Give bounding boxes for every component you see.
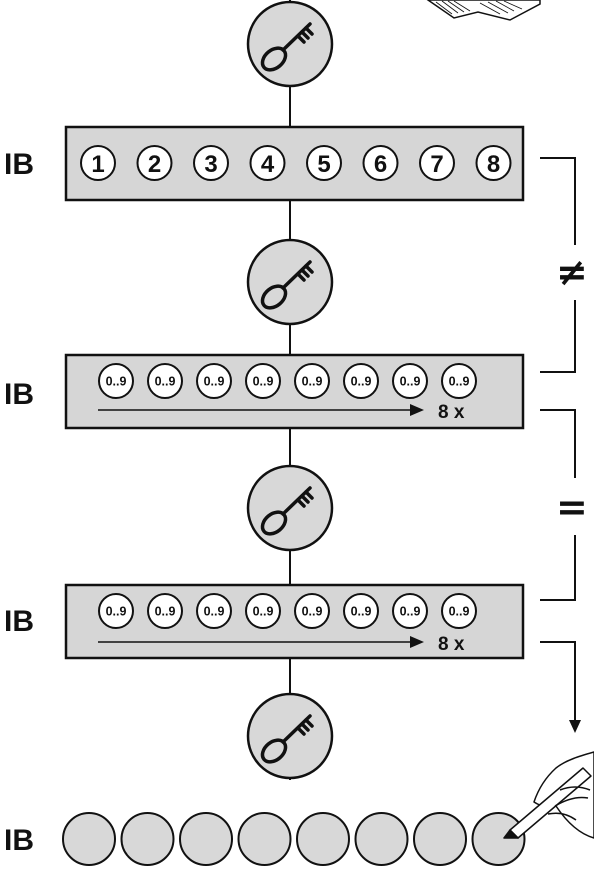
- digit-range-circle: [441, 593, 477, 629]
- digit-range-label: 0..9: [155, 375, 176, 389]
- digit-range-circle: [392, 363, 428, 399]
- digit-position-label: 7: [430, 151, 443, 178]
- digit-range-label: 0..9: [106, 375, 127, 389]
- ib-label: IB: [4, 148, 34, 181]
- digit-position-label: 3: [204, 151, 217, 178]
- digit-position-circle: [136, 145, 173, 181]
- equal-sign: =: [556, 485, 588, 529]
- digit-range-circle: [98, 593, 134, 629]
- empty-code-circle: [120, 812, 175, 866]
- empty-code-circle: [296, 812, 350, 866]
- ib-label: IB: [4, 824, 34, 857]
- key-icon: [246, 464, 334, 552]
- digit-position-label: 8: [487, 151, 500, 178]
- digit-range-circle: [343, 593, 379, 629]
- digit-position-label: 5: [317, 151, 330, 178]
- equal-bracket: [540, 409, 576, 601]
- digit-range-circle: [392, 593, 428, 629]
- digit-position-label: 1: [91, 151, 104, 178]
- digit-range-circle: [245, 593, 281, 629]
- empty-code-circle: [471, 812, 526, 866]
- digit-range-label: 0..9: [155, 605, 176, 619]
- repeat-label: 8 x: [438, 634, 465, 655]
- digit-range-circle: [245, 363, 281, 399]
- empty-code-circle: [62, 812, 116, 866]
- ib-label: IB: [4, 605, 34, 638]
- digit-range-circle: [294, 363, 330, 399]
- digit-range-circle: [147, 363, 183, 399]
- hand-writing-icon: [503, 751, 594, 839]
- digit-position-circle: [193, 145, 229, 181]
- write-down-arrow: [540, 641, 581, 733]
- repeat-label: 8 x: [438, 402, 465, 423]
- digit-range-circle: [343, 363, 379, 399]
- empty-code-circle: [354, 812, 409, 866]
- repeat-arrowhead: [410, 636, 424, 648]
- digit-range-label: 0..9: [302, 375, 323, 389]
- digit-range-label: 0..9: [253, 605, 274, 619]
- digit-range-label: 0..9: [351, 375, 372, 389]
- digit-range-label: 0..9: [253, 375, 274, 389]
- digit-position-label: 6: [374, 151, 387, 178]
- digit-range-label: 0..9: [449, 375, 470, 389]
- ib-label: IB: [4, 378, 34, 411]
- digit-position-label: 2: [148, 151, 161, 178]
- not-equal-bracket: [540, 157, 576, 373]
- digit-position-circle: [80, 145, 116, 181]
- manual-book-icon: [426, 0, 541, 21]
- empty-code-circle: [179, 812, 233, 866]
- digit-range-label: 0..9: [400, 375, 421, 389]
- empty-code-circle: [237, 812, 292, 866]
- digit-range-circle: [196, 593, 232, 629]
- digit-position-circle: [249, 145, 286, 181]
- digit-range-label: 0..9: [302, 605, 323, 619]
- digit-range-circle: [98, 363, 134, 399]
- digit-range-circle: [147, 593, 183, 629]
- digit-range-label: 0..9: [204, 375, 225, 389]
- key-icon: [246, 692, 334, 780]
- not-equal-sign: ≠: [556, 250, 588, 294]
- digit-range-label: 0..9: [449, 605, 470, 619]
- digit-range-circle: [196, 363, 232, 399]
- digit-range-label: 0..9: [400, 605, 421, 619]
- repeat-arrowhead: [410, 404, 424, 416]
- empty-code-circle: [413, 812, 467, 866]
- digit-position-circle: [306, 145, 342, 181]
- digit-range-label: 0..9: [204, 605, 225, 619]
- digit-position-circle: [362, 145, 399, 181]
- digit-range-label: 0..9: [106, 605, 127, 619]
- key-icon: [246, 0, 334, 88]
- digit-range-label: 0..9: [351, 605, 372, 619]
- key-icon: [246, 238, 334, 326]
- digit-range-circle: [441, 363, 477, 399]
- digit-position-circle: [475, 145, 512, 181]
- digit-position-circle: [419, 145, 455, 181]
- digit-position-label: 4: [261, 151, 275, 178]
- digit-range-circle: [294, 593, 330, 629]
